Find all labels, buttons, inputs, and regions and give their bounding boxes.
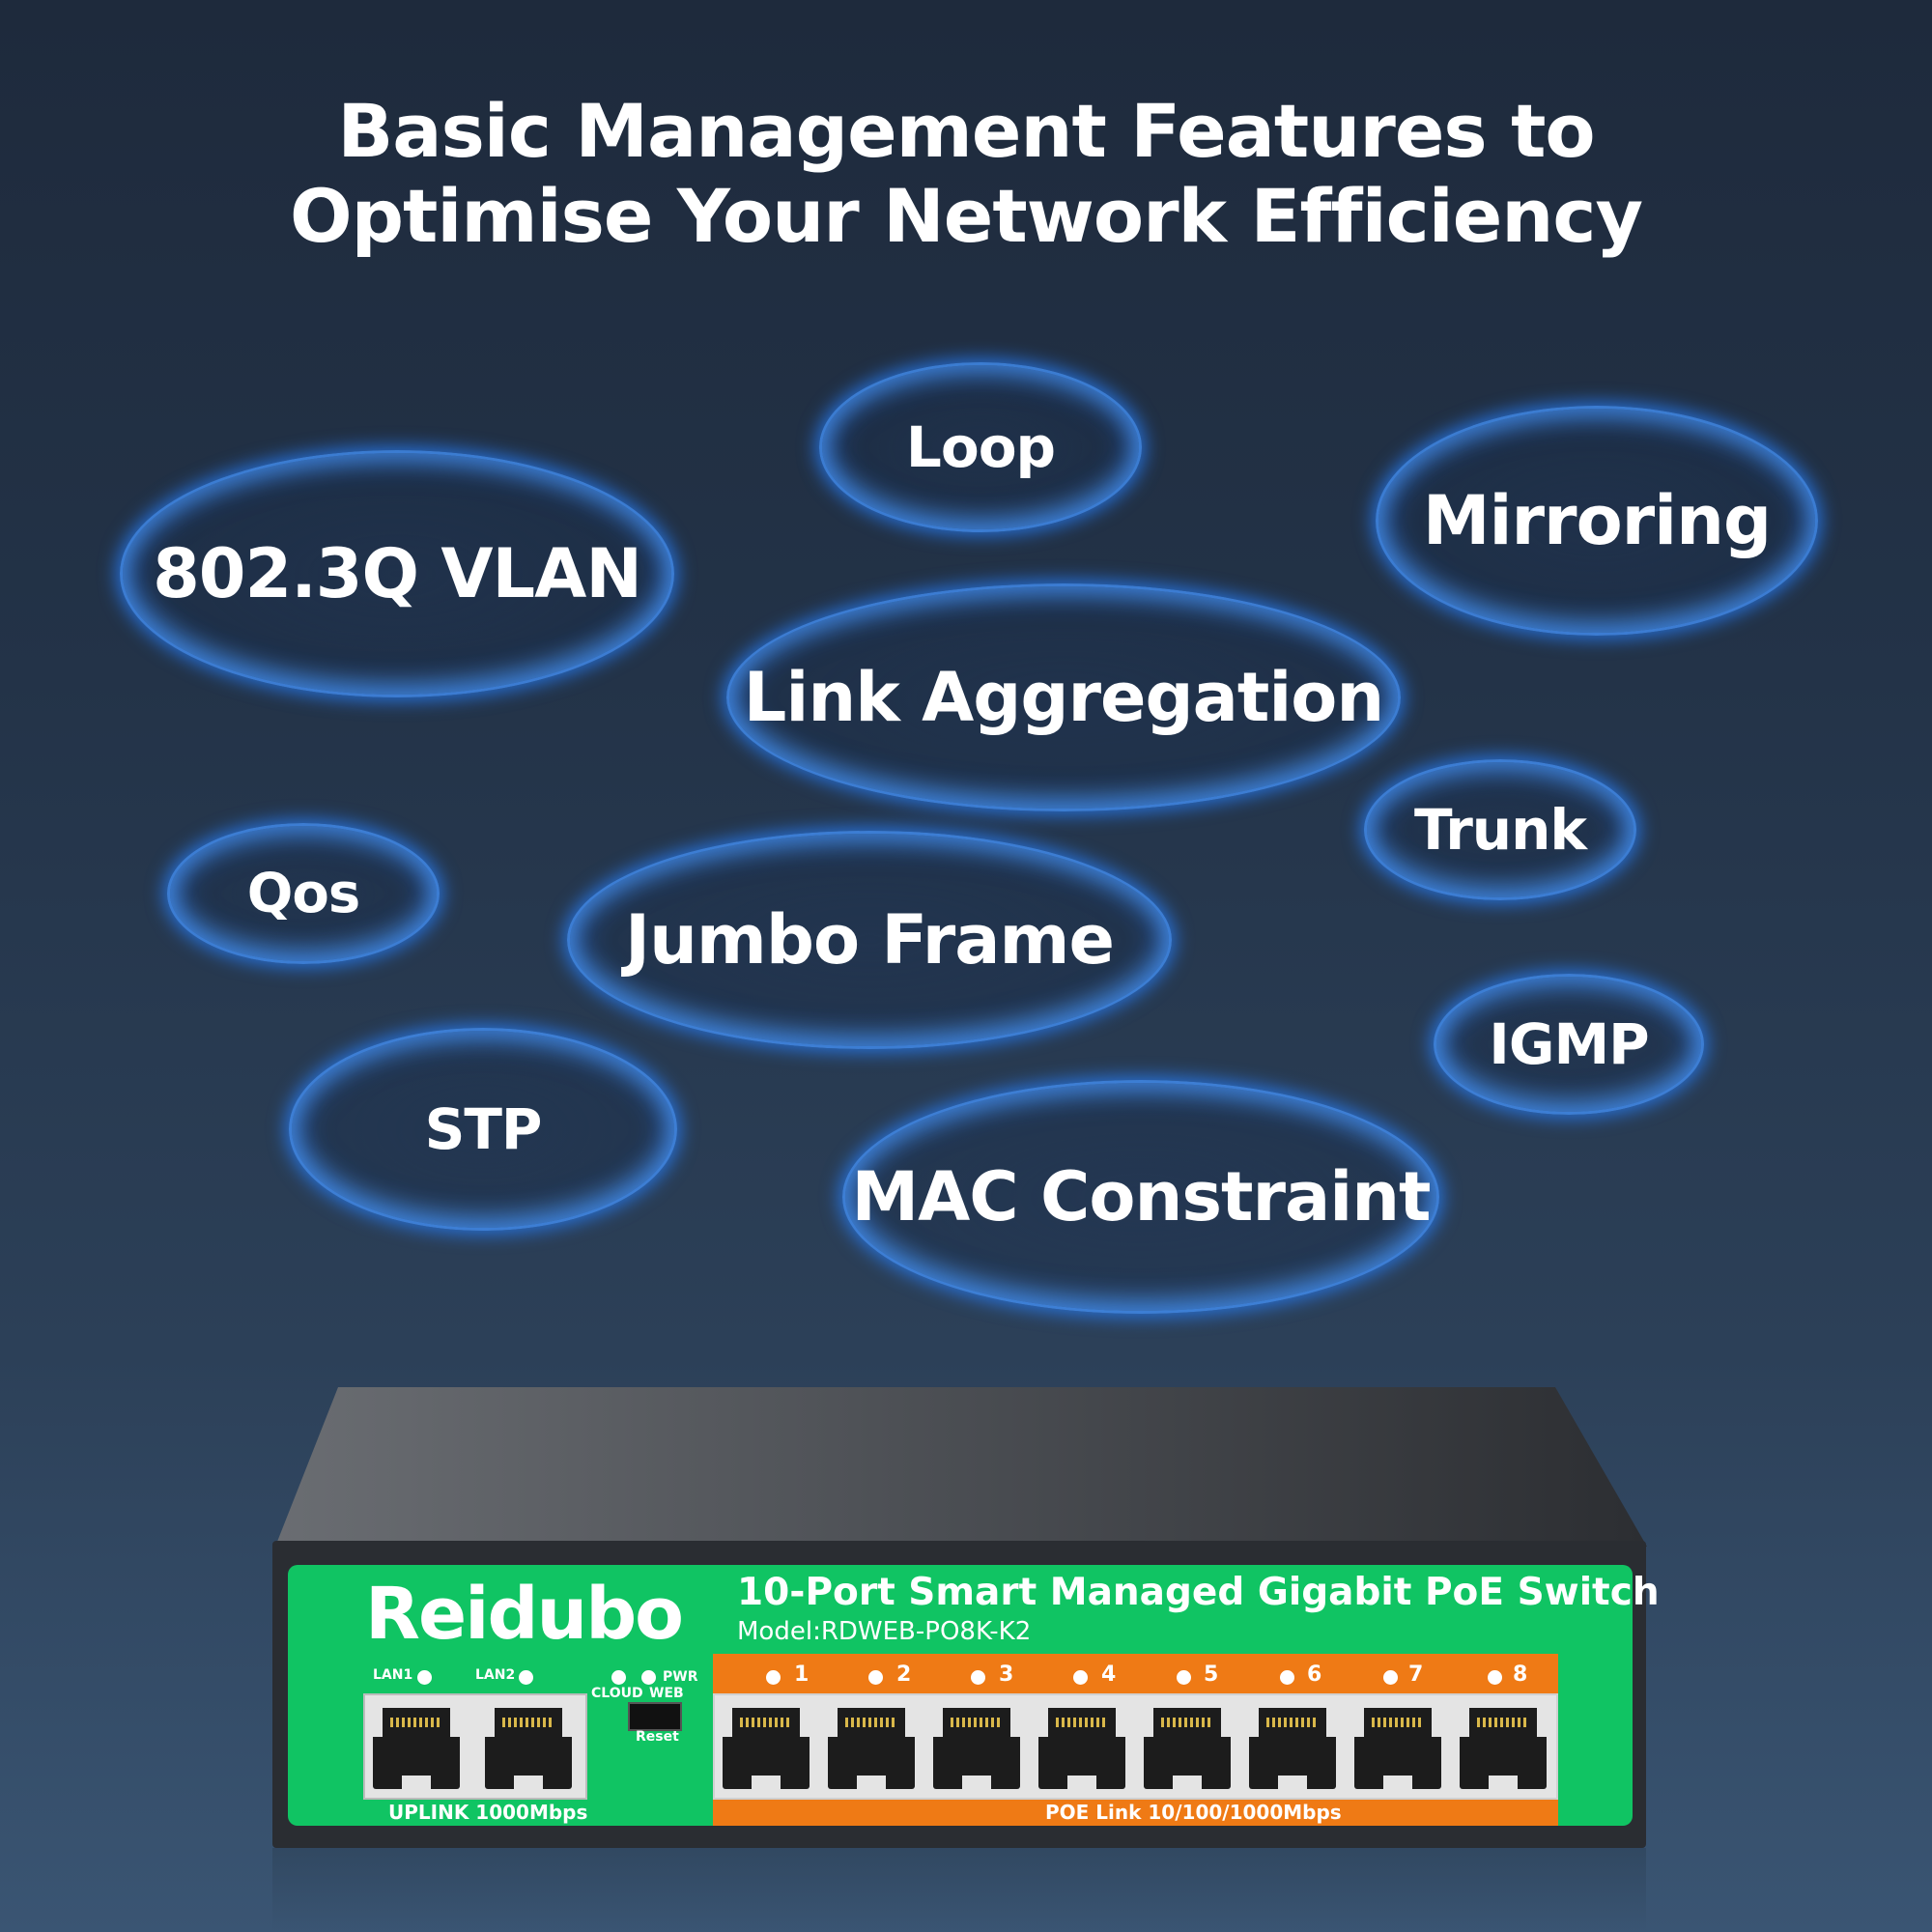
port-2-led: [868, 1670, 883, 1685]
poe-port-1[interactable]: [723, 1708, 810, 1789]
lan1-label: LAN1: [373, 1667, 413, 1683]
switch-reflection: [272, 1848, 1646, 1932]
web-label: WEB: [649, 1686, 684, 1701]
poe-port-4[interactable]: [1038, 1708, 1125, 1789]
port-4-number: 4: [1101, 1662, 1117, 1687]
port-7-number: 7: [1408, 1662, 1424, 1687]
lan1-led: [417, 1670, 432, 1685]
feature-qos: Qos: [167, 823, 440, 964]
poe-port-3[interactable]: [933, 1708, 1020, 1789]
port-6-led: [1280, 1670, 1294, 1685]
feature-mirroring: Mirroring: [1376, 406, 1818, 636]
feature-loop: Loop: [819, 362, 1142, 532]
feature-vlan: 802.3Q VLAN: [120, 450, 674, 697]
poe-port-8[interactable]: [1460, 1708, 1547, 1789]
poe-port-5[interactable]: [1144, 1708, 1231, 1789]
uplink-caption: UPLINK 1000Mbps: [388, 1801, 588, 1824]
lan2-label: LAN2: [475, 1667, 516, 1683]
feature-igmp: IGMP: [1434, 974, 1704, 1115]
poe-port-7[interactable]: [1354, 1708, 1441, 1789]
port-1-led: [766, 1670, 781, 1685]
port-8-led: [1488, 1670, 1502, 1685]
poe-caption: POE Link 10/100/1000Mbps: [1045, 1801, 1342, 1824]
cloud-label: CLOUD: [591, 1686, 643, 1701]
port-2-number: 2: [896, 1662, 912, 1687]
port-6-number: 6: [1307, 1662, 1322, 1687]
pwr-label: PWR: [663, 1669, 698, 1685]
switch-top-cover: [275, 1387, 1647, 1547]
switch-title: 10-Port Smart Managed Gigabit PoE Switch: [737, 1571, 1660, 1614]
feature-trunk: Trunk: [1364, 759, 1636, 900]
cloud-led: [611, 1670, 626, 1685]
lan2-led: [519, 1670, 533, 1685]
headline-line-2: Optimise Your Network Efficiency: [289, 173, 1643, 259]
port-5-led: [1177, 1670, 1191, 1685]
web-led: [641, 1670, 656, 1685]
reset-label: Reset: [636, 1729, 679, 1745]
headline-line-1: Basic Management Features to: [337, 88, 1595, 174]
port-8-number: 8: [1513, 1662, 1528, 1687]
poe-port-2[interactable]: [828, 1708, 915, 1789]
reset-button[interactable]: [628, 1702, 682, 1731]
poe-port-6[interactable]: [1249, 1708, 1336, 1789]
uplink-port-2[interactable]: [485, 1708, 572, 1789]
brand-logo: Reidubo: [365, 1573, 684, 1656]
port-5-number: 5: [1204, 1662, 1219, 1687]
port-3-number: 3: [999, 1662, 1014, 1687]
feature-jumbo-frame: Jumbo Frame: [567, 831, 1172, 1049]
feature-mac-constraint: MAC Constraint: [842, 1080, 1439, 1314]
feature-link-aggregation: Link Aggregation: [726, 583, 1401, 811]
uplink-port-1[interactable]: [373, 1708, 460, 1789]
switch-model: Model:RDWEB-PO8K-K2: [737, 1617, 1032, 1646]
feature-stp: STP: [289, 1028, 677, 1231]
port-3-led: [971, 1670, 985, 1685]
port-7-led: [1383, 1670, 1398, 1685]
port-4-led: [1073, 1670, 1088, 1685]
port-1-number: 1: [794, 1662, 810, 1687]
